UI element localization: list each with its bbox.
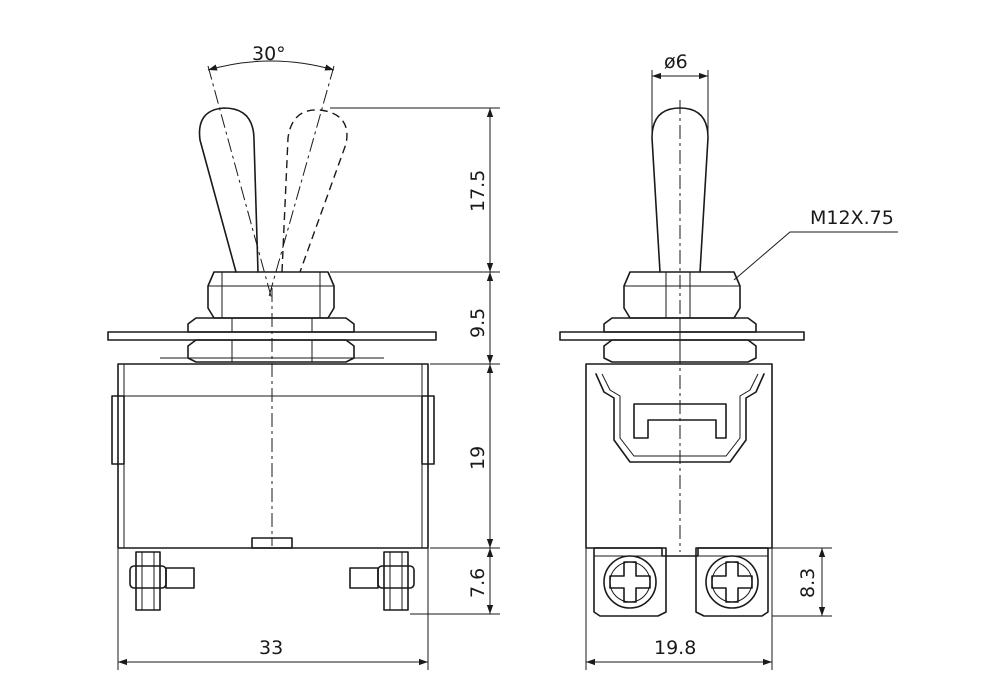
front-view: 30° xyxy=(107,43,500,670)
side-mounting-plate xyxy=(559,331,805,341)
side-view: ø6 M12X.75 xyxy=(559,51,898,670)
lever-centerline-left xyxy=(207,65,273,301)
front-upper-nut xyxy=(187,317,355,333)
front-body xyxy=(117,363,429,549)
side-bushing-nut xyxy=(623,271,741,319)
front-lever-dashed xyxy=(281,109,348,273)
dim-terminal-height: 7.6 xyxy=(467,568,489,598)
dim-side-body-width: 19.8 xyxy=(654,637,696,659)
dim-lever-diameter: ø6 xyxy=(664,51,688,73)
dim-body-height: 19 xyxy=(467,446,489,470)
angle-label: 30° xyxy=(252,43,286,65)
angle-arc xyxy=(207,60,335,71)
side-slot xyxy=(633,403,727,439)
front-terminal-left xyxy=(129,551,195,611)
dim-body-width: 33 xyxy=(259,637,283,659)
side-lower-nut xyxy=(603,339,757,363)
side-terminal-right xyxy=(695,547,769,617)
front-lever-solid xyxy=(198,107,259,273)
front-lower-nut xyxy=(187,339,355,363)
front-terminal-right xyxy=(349,551,415,611)
side-terminal-left xyxy=(593,547,667,617)
dim-side-terminal-height: 8.3 xyxy=(797,568,819,598)
dim-bushing-height: 9.5 xyxy=(467,308,489,338)
thread-callout: M12X.75 xyxy=(810,207,894,229)
lever-centerline-right xyxy=(267,65,335,301)
thread-leader xyxy=(733,231,898,281)
dim-lever-length: 17.5 xyxy=(467,170,489,212)
